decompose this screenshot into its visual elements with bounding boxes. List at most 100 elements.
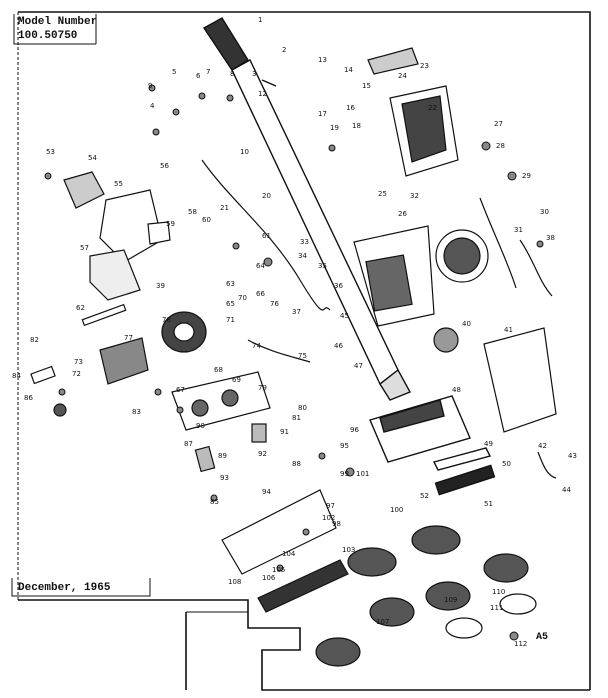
callout-number: 104 — [282, 550, 296, 558]
callout-number: 108 — [228, 578, 241, 586]
callout-number: 75 — [298, 352, 307, 360]
callout-number: 97 — [326, 502, 335, 510]
callout-number: 32 — [410, 192, 419, 200]
callout-number: 57 — [80, 244, 89, 252]
callout-number: 91 — [280, 428, 289, 436]
date-box — [11, 578, 151, 597]
callout-number: 51 — [484, 500, 493, 508]
callout-number: 95 — [340, 442, 349, 450]
model-box — [13, 14, 97, 45]
callout-number: 62 — [76, 304, 85, 312]
callout-number: 106 — [262, 574, 276, 582]
callout-number: 100 — [390, 506, 403, 514]
callout-number: 59 — [166, 220, 175, 228]
callout-number: 10 — [240, 148, 249, 156]
callout-number: 7 — [206, 68, 210, 76]
callout-number: 33 — [300, 238, 309, 246]
callout-number: 38 — [546, 234, 555, 242]
callout-number: 4 — [150, 102, 155, 110]
callout-number: 103 — [342, 546, 355, 554]
callout-number: 83 — [132, 408, 141, 416]
callout-number: 98 — [332, 520, 341, 528]
callout-number: 27 — [494, 120, 503, 128]
callout-number: 67 — [176, 386, 185, 394]
callout-number: 79 — [258, 384, 267, 392]
callout-number: 90 — [196, 422, 205, 430]
callout-number: 110 — [492, 588, 505, 596]
callout-number: 93 — [220, 474, 229, 482]
callout-number: 22 — [428, 104, 437, 112]
callout-number: 23 — [420, 62, 429, 70]
callout-number: 36 — [334, 282, 343, 290]
callout-number: 70 — [238, 294, 247, 302]
callout-number: 34 — [298, 252, 307, 260]
callout-number: 81 — [292, 414, 301, 422]
motor-armature — [30, 311, 207, 417]
callout-number: 52 — [420, 492, 429, 500]
handle-tube — [202, 17, 411, 401]
callout-number: 13 — [318, 56, 327, 64]
small-parts — [44, 84, 544, 641]
callout-number: 39 — [156, 282, 165, 290]
callout-number: 80 — [298, 404, 307, 412]
callout-number: 99 — [340, 470, 349, 478]
callout-number: 45 — [340, 312, 349, 320]
callout-number: 86 — [24, 394, 33, 402]
model-number-label: Model Number — [18, 16, 98, 28]
callout-number: 88 — [292, 460, 301, 468]
motor-housing-cluster — [63, 171, 171, 327]
callout-number: 72 — [72, 370, 81, 378]
callout-number: 24 — [398, 72, 407, 80]
callout-number: 53 — [46, 148, 55, 156]
callout-number: 73 — [74, 358, 83, 366]
callout-number: 69 — [232, 376, 241, 384]
callout-number: 96 — [350, 426, 359, 434]
callout-number: 56 — [160, 162, 169, 170]
cords — [201, 159, 557, 479]
callout-number: 37 — [292, 308, 301, 316]
callout-number: 21 — [220, 204, 229, 212]
callout-number: 105 — [272, 566, 285, 574]
callout-number: 41 — [504, 326, 513, 334]
callout-number: 16 — [346, 104, 355, 112]
callout-number: 107 — [376, 618, 389, 626]
callout-number: 6 — [196, 72, 201, 80]
gear-housing — [171, 371, 271, 473]
callout-number: 63 — [226, 280, 235, 288]
page-frame — [17, 11, 591, 691]
callout-number: 109 — [444, 596, 457, 604]
callout-number: 85 — [210, 498, 219, 506]
callout-number: 46 — [334, 342, 343, 350]
callout-number: 25 — [378, 190, 387, 198]
callout-number: 26 — [398, 210, 407, 218]
callout-number: 19 — [330, 124, 339, 132]
callout-number: 40 — [462, 320, 471, 328]
callout-number: 87 — [184, 440, 193, 448]
callout-number: 54 — [88, 154, 97, 162]
callout-number: 94 — [262, 488, 271, 496]
callout-number: 89 — [218, 452, 227, 460]
callout-number: 42 — [538, 442, 547, 450]
callout-number: 48 — [452, 386, 461, 394]
callout-number: 112 — [514, 640, 527, 648]
callout-number: 102 — [322, 514, 335, 522]
callout-number: 71 — [226, 316, 235, 324]
callout-number: 20 — [262, 192, 271, 200]
callout-number: 43 — [568, 452, 577, 460]
callout-number: 2 — [282, 46, 286, 54]
callout-number: 77 — [124, 334, 133, 342]
callout-number: 49 — [484, 440, 493, 448]
callout-number: 82 — [30, 336, 39, 344]
callout-number: 74 — [252, 342, 261, 350]
callout-number: 3 — [252, 70, 256, 78]
callout-number: 92 — [258, 450, 267, 458]
callout-number: 68 — [214, 366, 223, 374]
callout-number: 76 — [270, 300, 279, 308]
revision-date: December, 1965 — [18, 582, 111, 594]
callout-number: 12 — [258, 90, 267, 98]
callout-number: 60 — [202, 216, 211, 224]
callout-number: 17 — [318, 110, 327, 118]
